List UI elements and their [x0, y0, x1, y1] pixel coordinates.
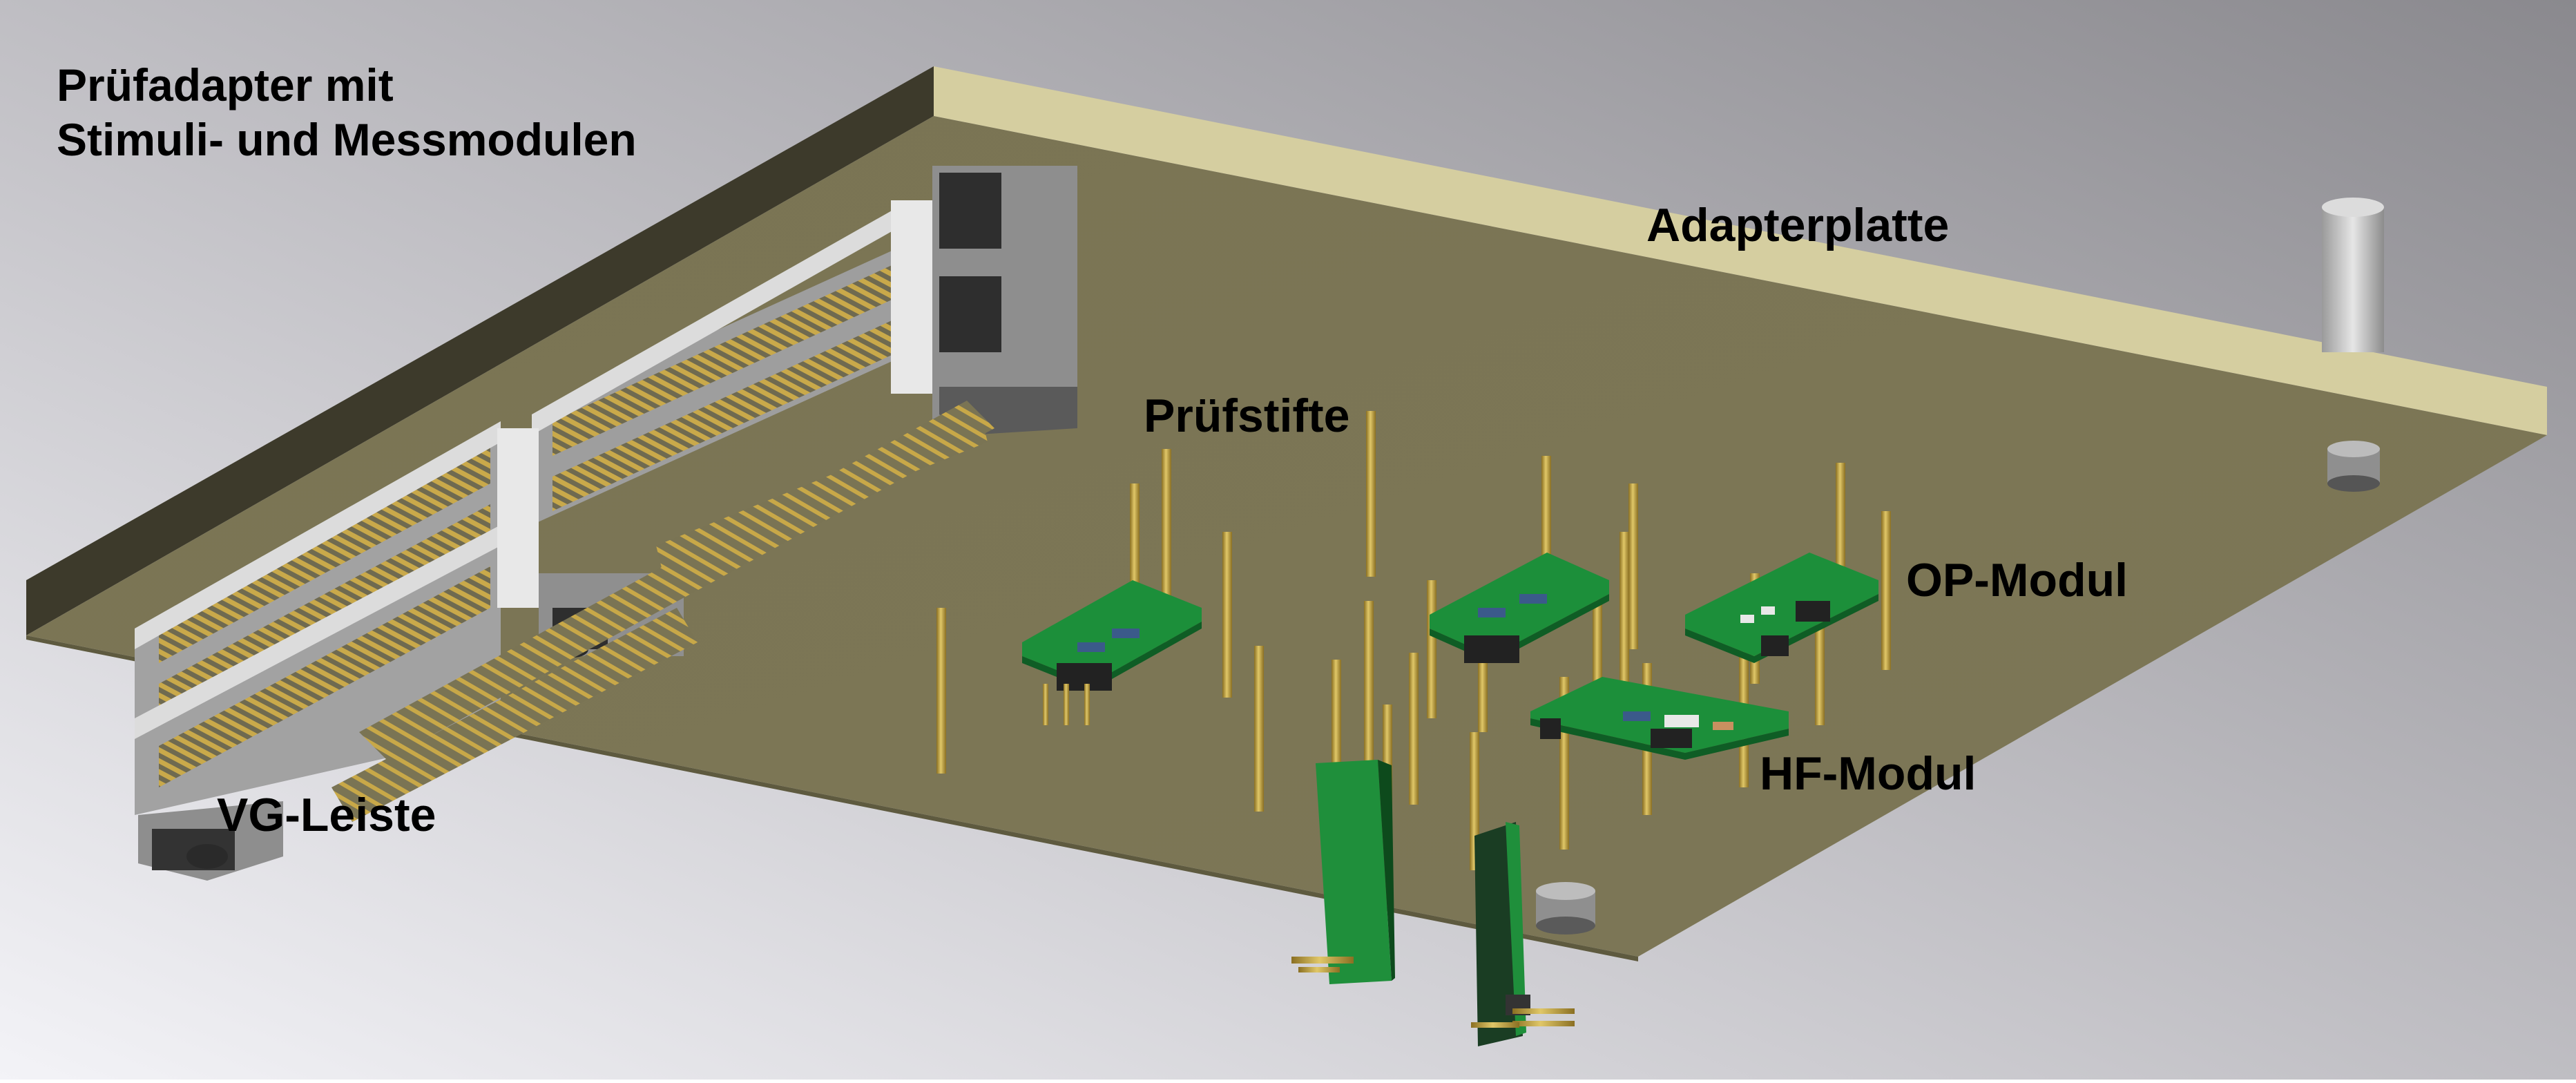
module-left: [1022, 580, 1202, 725]
diagram-title: Prüfadapter mit Stimuli- und Messmodulen: [57, 58, 637, 167]
vg-connector-label: VG-Leiste: [217, 789, 436, 841]
adapter-plate: [26, 66, 2547, 961]
op-module: [1685, 553, 1878, 663]
title-line-1: Prüfadapter mit: [57, 59, 394, 111]
hf-module-label: HF-Modul: [1760, 747, 1977, 800]
adapter-plate-label: Adapterplatte: [1646, 199, 1950, 251]
standoffs: [1536, 198, 2384, 935]
test-pins-label: Prüfstifte: [1144, 390, 1350, 442]
vertical-module-left: [1291, 760, 1395, 984]
hf-module: [1530, 677, 1789, 760]
op-module-label: OP-Modul: [1906, 554, 2128, 606]
title-line-2: Stimuli- und Messmodulen: [57, 114, 637, 166]
vg-connector-group: [135, 166, 1077, 881]
vertical-module-right: [1471, 822, 1575, 1046]
module-center: [1430, 553, 1609, 663]
